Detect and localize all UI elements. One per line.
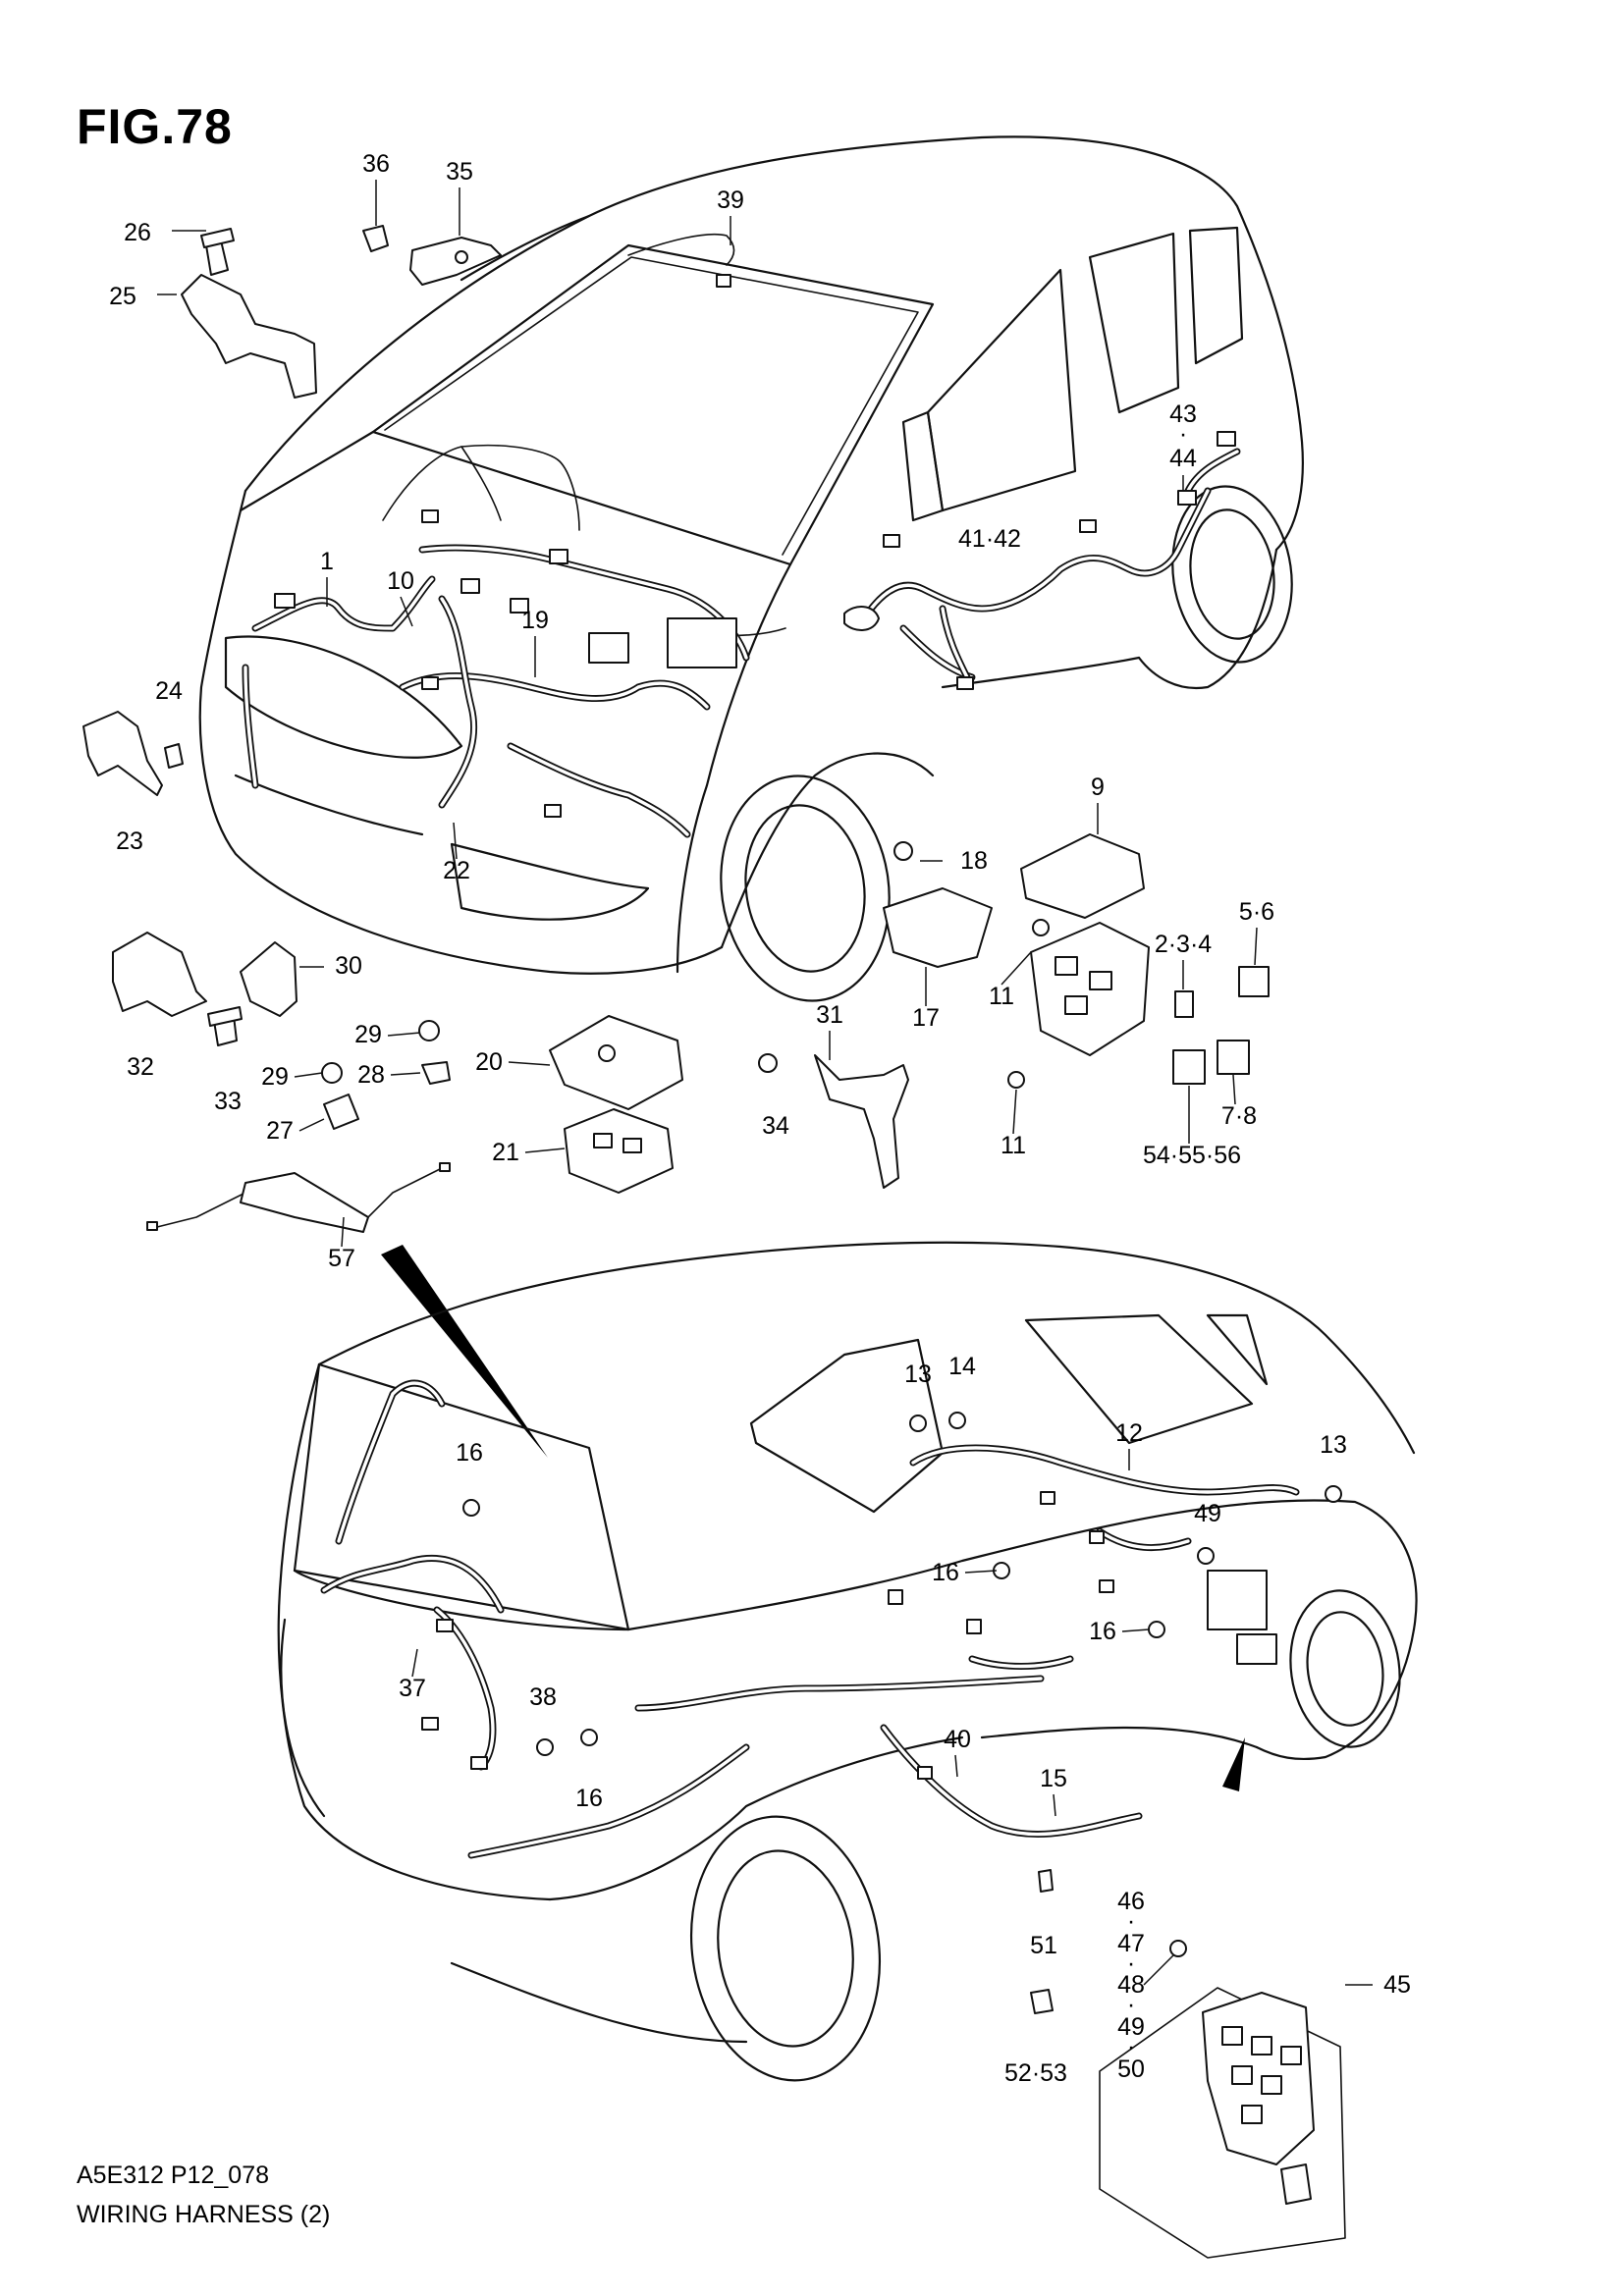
callout-27: 27 [266,1117,294,1145]
callout-41-42: 41·42 [958,525,1021,553]
callout-13-upper: 13 [904,1361,932,1388]
callout-9: 9 [1091,774,1105,801]
callout-52-53: 52·53 [1004,2059,1067,2087]
clip-52-53 [1030,1989,1054,2014]
cable-57 [146,1162,451,1233]
relay-5-6 [1238,966,1270,997]
pointer-wedge [381,1245,548,1458]
callout-33: 33 [214,1088,242,1115]
rear-harness [320,1379,1342,1859]
callout-15: 15 [1040,1765,1067,1792]
bracket-35 [362,225,502,286]
bolt-34 [758,1053,778,1073]
callout-31: 31 [816,1001,843,1029]
callout-28: 28 [357,1061,385,1089]
upper-car-body [198,135,1304,1002]
callout-13-right: 13 [1320,1431,1347,1459]
callout-35: 35 [446,158,473,186]
callout-16-rear: 16 [456,1439,483,1467]
callout-21: 21 [492,1139,519,1166]
bracket-17 [883,887,993,968]
bolt-18 [893,841,913,861]
callout-29-lower: 29 [261,1063,289,1091]
bracket-32 [112,932,207,1017]
callout-11-upper: 11 [989,983,1014,1010]
pointer-wedge-45 [1222,1737,1245,1791]
bracket-25 [181,228,317,399]
callout-19: 19 [521,607,549,634]
front-door-harness [843,431,1241,690]
cover-20 [549,1015,683,1110]
callout-26: 26 [124,219,151,246]
callout-44: 44 [1169,445,1197,472]
callout-24: 24 [155,677,183,705]
callout-50: 50 [1117,2056,1145,2083]
figure-caption: WIRING HARNESS (2) [77,2201,331,2228]
callout-16-bumper: 16 [575,1785,603,1812]
callout-43-separator: · [1179,420,1187,448]
callout-40: 40 [944,1726,971,1753]
callout-labels: 1 10 19 22 23 24 25 26 36 35 39 41·42 43… [109,150,1411,2087]
figure-title: FIG.78 [77,99,233,154]
callout-49: 49 [1194,1500,1221,1527]
callout-23: 23 [116,828,143,855]
cover-9 [1020,833,1145,919]
fuse-box-45-inset [1099,1940,1346,2259]
callout-32: 32 [127,1053,154,1081]
bracket-27 [323,1094,359,1130]
callout-10: 10 [387,567,414,595]
callout-43: 43 [1169,400,1197,428]
callout-46: 46 [1117,1888,1145,1915]
nut-29 [321,1020,440,1084]
callout-49-separator: · [1127,2033,1135,2060]
front-engine-harness [242,233,786,838]
callout-11-lower: 11 [1001,1132,1026,1159]
fuse-box-21 [564,1108,674,1194]
callout-30: 30 [335,952,362,980]
callout-38: 38 [529,1683,557,1711]
junction-block-11 [1007,919,1150,1089]
callout-57: 57 [328,1245,355,1272]
callout-46-separator: · [1127,1907,1135,1935]
bracket-31 [814,1054,909,1189]
callout-18: 18 [960,847,988,875]
lower-car-body [277,1241,1418,2082]
callout-34: 34 [762,1112,789,1140]
clip-51 [1038,1869,1054,1893]
callout-16-right: 16 [1089,1618,1116,1645]
leader-lines [157,180,1373,1986]
relay-7-8 [1217,1040,1250,1075]
callout-7-8: 7·8 [1221,1102,1257,1130]
fuse-2-3-4 [1174,990,1194,1018]
bracket-30 [240,941,298,1017]
callout-12: 12 [1115,1419,1143,1447]
clip-28 [421,1061,451,1085]
callout-45: 45 [1383,1971,1411,1999]
callout-22: 22 [443,857,470,884]
callout-5-6: 5·6 [1239,898,1274,926]
callout-47: 47 [1117,1930,1145,1957]
callout-51: 51 [1030,1932,1057,1959]
callout-49-inset: 49 [1117,2013,1145,2041]
callout-1: 1 [320,548,334,575]
callout-47-separator: · [1127,1949,1135,1977]
callout-36: 36 [362,150,390,178]
callout-39: 39 [717,187,744,214]
callout-25: 25 [109,283,136,310]
callout-14: 14 [948,1353,976,1380]
callout-37: 37 [399,1675,426,1702]
callout-54-55-56: 54·55·56 [1143,1142,1241,1169]
callout-17: 17 [912,1004,940,1032]
bolt-33 [207,1006,243,1046]
figure-code: A5E312 P12_078 [77,2162,270,2189]
callout-2-3-4: 2·3·4 [1155,931,1212,958]
callout-20: 20 [475,1048,503,1076]
bracket-23 [82,711,184,796]
callout-16-center: 16 [932,1559,959,1586]
callout-48: 48 [1117,1971,1145,1999]
relay-54-55-56 [1172,1049,1206,1085]
callout-29-upper: 29 [354,1021,382,1048]
callout-48-separator: · [1127,1991,1135,2018]
